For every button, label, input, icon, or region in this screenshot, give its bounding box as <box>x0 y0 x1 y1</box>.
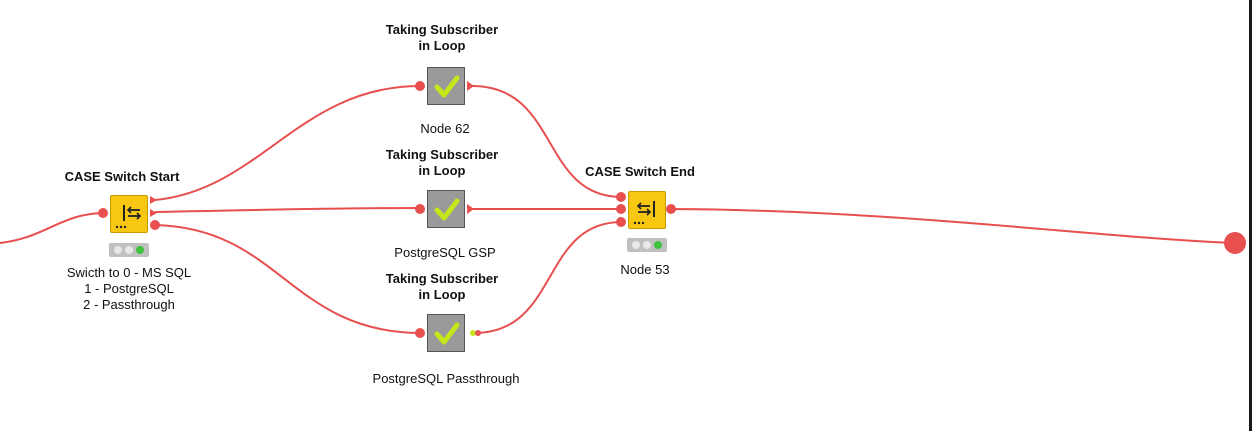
switch-end-icon <box>633 201 655 225</box>
metanode-postgresql-passthrough[interactable] <box>427 314 465 352</box>
case-switch-end-title: CASE Switch End <box>585 164 695 179</box>
wire-start-to-bottom <box>154 224 421 334</box>
loop-bottom-title: Taking Subscriber in Loop <box>385 271 499 302</box>
switch-start-icon <box>115 205 142 229</box>
metanode-bottom-ports <box>415 328 481 338</box>
wire-output <box>669 208 1236 244</box>
case-switch-start-title: CASE Switch Start <box>64 169 180 184</box>
metanode-top-ports <box>415 81 474 91</box>
case-switch-start-label: Swicth to 0 - MS SQL 1 - PostgreSQL 2 - … <box>66 265 192 312</box>
loop-mid-label: PostgreSQL GSP <box>394 245 496 260</box>
metanode-node-62[interactable] <box>427 67 465 105</box>
loop-top-title: Taking Subscriber in Loop <box>385 22 499 53</box>
loop-mid-title: Taking Subscriber in Loop <box>385 147 499 178</box>
loop-top-label: Node 62 <box>420 121 470 136</box>
wire-start-to-mid <box>154 207 421 213</box>
case-switch-start-node[interactable] <box>110 195 148 233</box>
wire-input <box>0 212 104 244</box>
wire-top-to-end <box>471 85 623 198</box>
switch-end-ports <box>616 192 676 227</box>
check-icon <box>434 75 460 98</box>
canvas-border <box>1249 0 1252 431</box>
check-icon <box>434 198 460 221</box>
switch-start-status-light <box>109 243 149 257</box>
loop-bottom-label: PostgreSQL Passthrough <box>372 371 520 386</box>
metanode-mid-ports <box>415 204 474 214</box>
wire-start-to-top <box>154 85 421 201</box>
switch-start-ports <box>98 196 160 230</box>
switch-end-status-light <box>627 238 667 252</box>
wire-bottom-to-end <box>473 221 623 334</box>
case-switch-end-node[interactable] <box>628 191 666 229</box>
metanode-postgresql-gsp[interactable] <box>427 190 465 228</box>
case-switch-end-label: Node 53 <box>620 262 670 277</box>
output-port <box>1224 232 1246 254</box>
check-icon <box>434 322 460 345</box>
